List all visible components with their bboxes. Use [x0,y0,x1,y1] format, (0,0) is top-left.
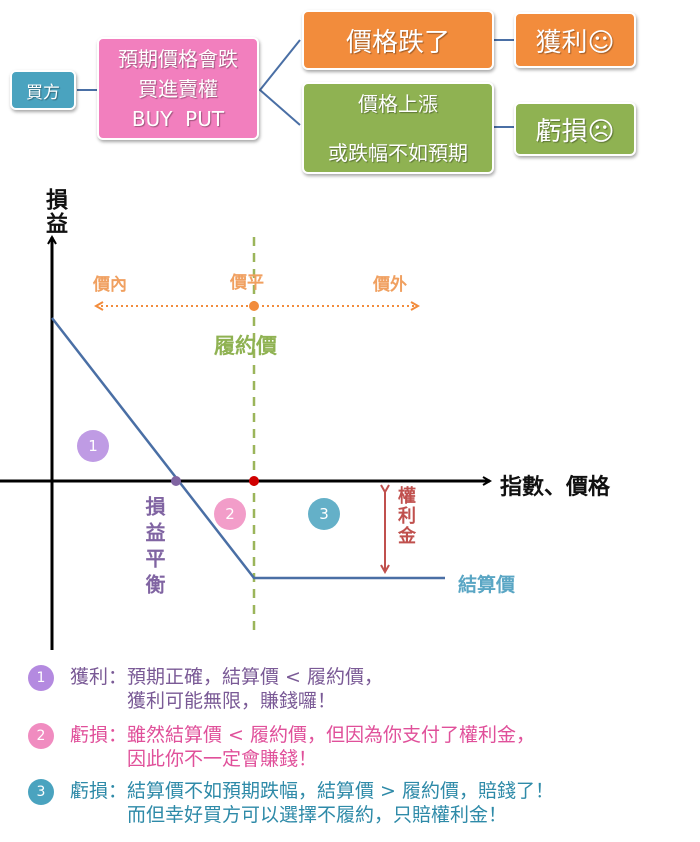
legend-title-2: 虧損： [70,724,128,746]
legend-body-1: 預期正確，結算價 < 履約價， 獲利可能無限，賺錢囉！ [127,665,383,713]
strike-label: 履約價 [214,334,277,358]
profit-box: 獲利☺ [514,12,636,68]
legend-item-2: 2 虧損： 雖然結算價 < 履約價，但因為你支付了權利金， 因此你不一定會賺錢！ [28,723,535,771]
legend-text-1a: 預期正確，結算價 < 履約價， [127,666,384,688]
buyer-label: 買方 [26,82,60,103]
legend-number-3: 3 [28,779,54,805]
zone-3-marker: 3 [308,498,340,530]
legend-body-3: 結算價不如預期跌幅，結算價 > 履約價，賠錢了！ 而但幸好買方可以選擇不履約，只… [127,779,554,827]
atm-label: 價平 [230,273,264,293]
settlement-label: 結算價 [458,574,516,596]
otm-label: 價外 [373,275,407,295]
strategy-line1: 預期價格會跌 [118,46,238,71]
zone-1-marker: 1 [77,430,109,462]
price-fall-label: 價格跌了 [345,27,450,58]
price-rise-line2: 或跌幅不如預期 [328,141,468,165]
legend-item-3: 3 虧損： 結算價不如預期跌幅，結算價 > 履約價，賠錢了！ 而但幸好買方可以選… [28,779,554,827]
legend-number-1: 1 [28,665,54,691]
loss-box: 虧損☹ [514,102,636,156]
legend-text-2b: 因此你不一定會賺錢！ [127,748,318,770]
legend-text-3b: 而但幸好買方可以選擇不履約，只賠權利金！ [127,804,508,826]
loss-label: 虧損☹ [535,116,615,147]
legend-item-1: 1 獲利： 預期正確，結算價 < 履約價， 獲利可能無限，賺錢囉！ [28,665,383,713]
breakeven-label: 損益平衡 [142,496,166,600]
premium-label: 權利金 [395,486,416,546]
price-fall-box: 價格跌了 [302,10,494,70]
breakeven-dot [171,476,181,486]
legend-number-2: 2 [28,723,54,749]
y-axis-label: 損益 [42,188,67,236]
profit-label: 獲利☺ [535,27,615,58]
strategy-box: 預期價格會跌 買進賣權 BUY PUT [97,37,259,140]
price-rise-line1: 價格上漲 [358,92,438,116]
legend-title-1: 獲利： [70,666,128,688]
legend-text-1b: 獲利可能無限，賺錢囉！ [127,690,337,712]
legend-title-3: 虧損： [70,780,128,802]
legend-text-3a: 結算價不如預期跌幅，結算價 > 履約價，賠錢了！ [127,780,555,802]
price-rise-box: 價格上漲 或跌幅不如預期 [302,82,494,174]
legend-text-2a: 雖然結算價 < 履約價，但因為你支付了權利金， [127,724,536,746]
x-axis-label: 指數、價格 [500,475,611,500]
payoff-line [51,317,445,580]
itm-label: 價內 [93,275,127,295]
zone-2-marker: 2 [214,498,246,530]
strike-dot [249,476,259,486]
strategy-line3: BUY PUT [131,106,225,131]
legend-body-2: 雖然結算價 < 履約價，但因為你支付了權利金， 因此你不一定會賺錢！ [127,723,535,771]
buyer-box: 買方 [10,70,76,110]
flowchart-connectors [77,39,514,128]
strategy-line2: 買進賣權 [138,76,218,101]
atm-dot [249,301,259,311]
